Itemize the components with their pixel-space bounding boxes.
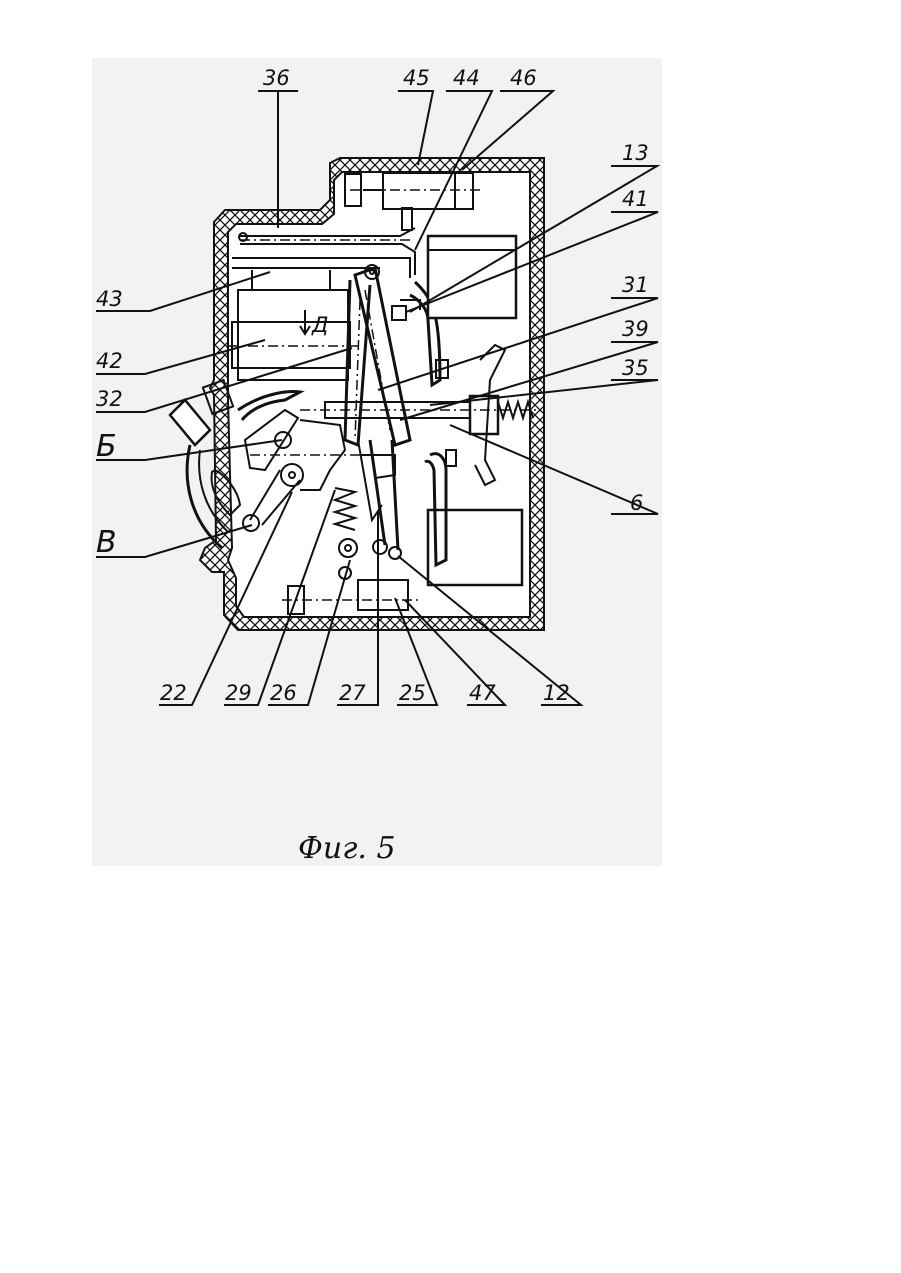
callout-36: 36 <box>263 66 290 90</box>
callout-26: 26 <box>270 681 297 705</box>
figure-caption: Фиг. 5 <box>298 831 396 866</box>
callout-42: 42 <box>96 349 123 373</box>
callout-39: 39 <box>622 317 649 341</box>
callout-47: 47 <box>469 681 496 705</box>
callout-13: 13 <box>622 141 649 165</box>
callout-12: 12 <box>543 681 570 705</box>
callout-35: 35 <box>622 356 649 380</box>
callout-b-cyr: Б <box>96 429 117 464</box>
callout-22: 22 <box>160 681 187 705</box>
arc-chute-upper <box>428 236 516 318</box>
callout-44: 44 <box>453 66 480 90</box>
arc-chute-lower <box>428 510 522 585</box>
callout-6: 6 <box>630 491 643 515</box>
callout-43: 43 <box>96 287 123 311</box>
callout-31: 31 <box>622 273 649 297</box>
callout-41: 41 <box>622 187 649 211</box>
callout-46: 46 <box>510 66 537 90</box>
callout-v-cyr: В <box>96 525 117 560</box>
callout-32: 32 <box>96 387 123 411</box>
callout-29: 29 <box>225 681 252 705</box>
callout-27: 27 <box>339 681 366 705</box>
arrow-mark-d: Д <box>311 313 328 337</box>
callout-25: 25 <box>399 681 426 705</box>
callout-45: 45 <box>403 66 430 90</box>
